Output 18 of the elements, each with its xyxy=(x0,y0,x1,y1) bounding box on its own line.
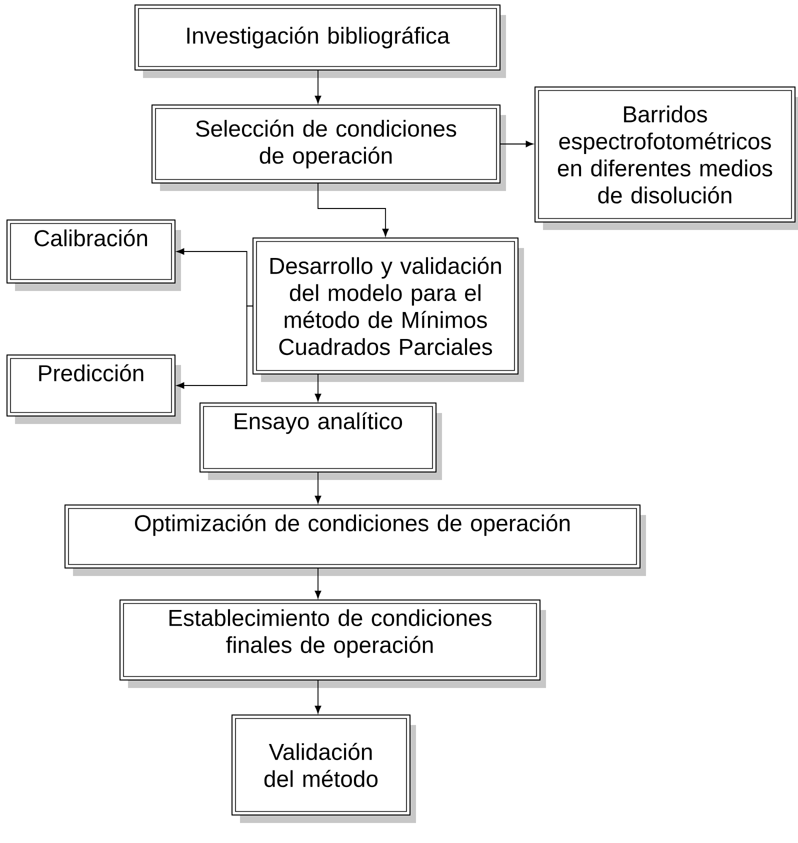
process-box: Calibración xyxy=(6,220,181,291)
process-box: Investigación bibliográfica xyxy=(134,4,506,78)
arrow xyxy=(318,182,389,236)
process-box: Barridos espectrofotométricos en diferentes medios de disolución xyxy=(534,86,798,230)
arrow xyxy=(314,472,322,504)
process-box: Validación del método xyxy=(232,714,416,823)
process-box: Establecimiento de condiciones finales de operación xyxy=(120,600,546,688)
process-box: Optimización de condiciones de operación xyxy=(64,504,646,576)
arrow xyxy=(176,306,254,389)
arrow xyxy=(314,374,322,402)
process-box: Desarrollo y validación del modelo para el método de Mínimos Cuadrados Parciales xyxy=(252,238,524,382)
process-box: Selección de condiciones de operación xyxy=(152,104,506,191)
arrow xyxy=(314,568,322,598)
process-box: Ensayo analítico xyxy=(200,402,442,480)
process-box: Predicción xyxy=(6,354,181,424)
arrow xyxy=(314,70,322,104)
arrow xyxy=(314,680,322,714)
arrow xyxy=(500,140,534,148)
